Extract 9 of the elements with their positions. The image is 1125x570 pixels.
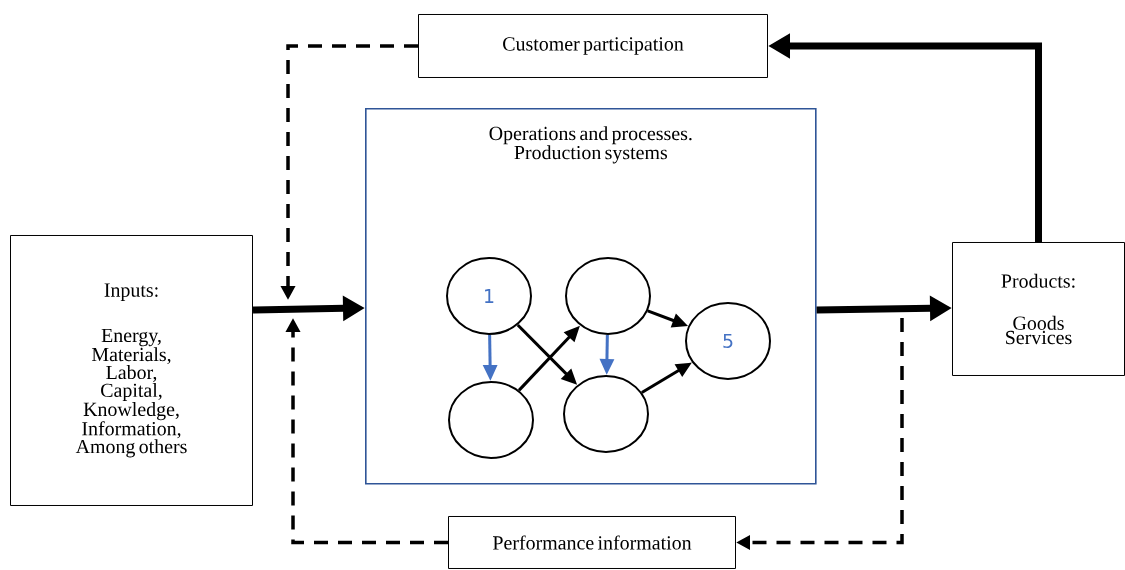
input-box: Inputs: Energy, Materials, Labor, Capital, Knowledge, Information, Among others: [10, 235, 253, 506]
ellipse-node: [563, 375, 649, 453]
feedback-box: Performance information: [448, 516, 736, 569]
ellipse-node: 5: [685, 302, 771, 380]
ellipse-node: [448, 381, 534, 459]
ellipse-node: 1: [446, 257, 532, 335]
feedback-box: Customer participation: [418, 14, 768, 78]
output-box: Products: Goods Services: [952, 242, 1125, 376]
ellipse-node: [565, 257, 651, 335]
